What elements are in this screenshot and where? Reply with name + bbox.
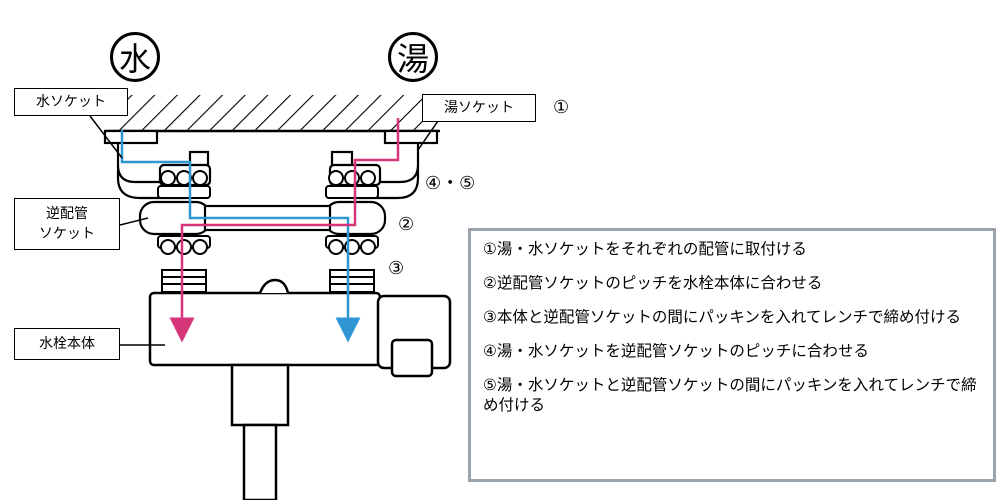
instructions-panel: ①湯・水ソケットをそれぞれの配管に取付ける ②逆配管ソケットのピッチを水栓本体に… <box>468 228 996 482</box>
step-marker-3: ③ <box>388 258 405 279</box>
instruction-step-3: ③本体と逆配管ソケットの間にパッキンを入れてレンチで締め付ける <box>483 308 961 326</box>
hot-socket-label: 湯ソケット <box>422 94 536 122</box>
water-symbol-icon: 水 <box>110 32 160 82</box>
step-marker-1: ① <box>553 97 570 118</box>
step-marker-4-5: ④・⑤ <box>425 173 476 194</box>
hot-water-path <box>169 118 400 343</box>
step-marker-2: ② <box>398 214 415 235</box>
faucet-body-label: 水栓本体 <box>14 328 120 360</box>
instruction-step-1: ①湯・水ソケットをそれぞれの配管に取付ける <box>483 240 807 258</box>
water-socket-label: 水ソケット <box>14 88 128 116</box>
reverse-socket-label-line2: ソケット <box>39 226 95 242</box>
leader-lines <box>89 115 441 346</box>
cold-water-path <box>120 130 361 343</box>
reverse-socket-label-line1: 逆配管 <box>46 206 88 222</box>
faucet-body-shape <box>148 278 452 500</box>
instruction-step-4: ④湯・水ソケットを逆配管ソケットのピッチに合わせる <box>483 342 869 360</box>
hot-symbol-icon: 湯 <box>388 32 438 82</box>
wall <box>105 95 440 133</box>
lower-nuts <box>157 235 379 255</box>
instruction-step-5: ⑤湯・水ソケットと逆配管ソケットの間にパッキンを入れてレンチで締め付ける <box>483 376 977 414</box>
reverse-socket-label: 逆配管 ソケット <box>14 198 120 250</box>
instruction-step-2: ②逆配管ソケットのピッチを水栓本体に合わせる <box>483 274 823 292</box>
